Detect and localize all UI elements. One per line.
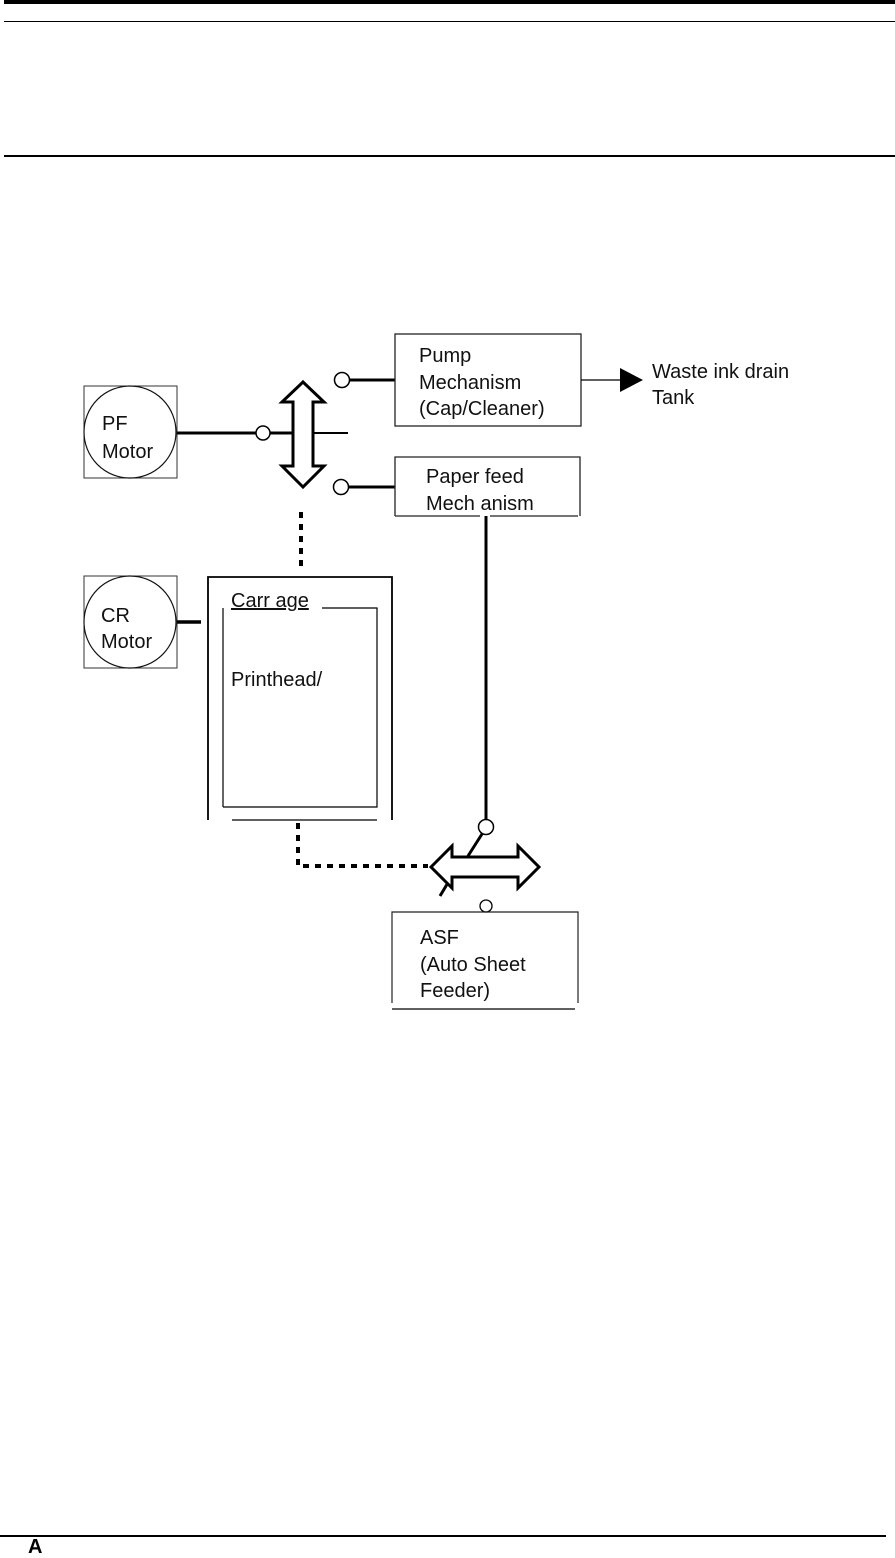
footer-section-letter: A bbox=[28, 1536, 43, 1558]
waste-ink-label-2: Tank bbox=[652, 387, 695, 409]
header-bottom-rule bbox=[4, 155, 895, 157]
dotted-link-carriage-asf bbox=[296, 823, 428, 868]
footer-rule bbox=[0, 1535, 886, 1537]
pump-label-2: Mechanism bbox=[419, 372, 522, 394]
cr-motor bbox=[83, 575, 178, 669]
pf-motor-label-2: Motor bbox=[102, 441, 154, 463]
header-top-rule bbox=[4, 0, 895, 4]
printhead-box bbox=[222, 607, 378, 808]
paper-feed-box bbox=[394, 456, 581, 517]
asf-label-3: Feeder) bbox=[420, 980, 491, 1002]
paperfeed-joint-circle bbox=[332, 478, 350, 496]
pf-motor-label-1: PF bbox=[102, 413, 128, 435]
asf-box bbox=[391, 911, 579, 1003]
vertical-double-arrow-icon bbox=[278, 379, 328, 490]
pump-joint-circle bbox=[333, 371, 351, 389]
waste-ink-label-1: Waste ink drain bbox=[652, 361, 790, 383]
asf-lower-joint-circle bbox=[479, 899, 493, 913]
pf-motor-circle bbox=[83, 385, 177, 479]
waste-arrow-icon bbox=[620, 368, 643, 392]
pump-label-1: Pump bbox=[419, 345, 472, 367]
carriage-frame bbox=[207, 576, 393, 820]
asf-switch-line-upper bbox=[466, 833, 484, 857]
horizontal-double-arrow-icon bbox=[428, 842, 542, 892]
printhead-label: Printhead/ bbox=[231, 669, 323, 691]
pf-motor bbox=[83, 385, 178, 479]
asf-label-1: ASF bbox=[420, 927, 459, 949]
pump-label-3: (Cap/Cleaner) bbox=[419, 398, 545, 420]
asf-label-2: (Auto Sheet bbox=[420, 954, 526, 976]
header-thin-rule bbox=[4, 21, 895, 22]
cr-motor-label-1: CR bbox=[101, 605, 130, 627]
paper-feed-label-2: Mech anism bbox=[426, 493, 534, 515]
pf-joint-circle bbox=[255, 425, 271, 441]
carriage-title: Carr age bbox=[231, 590, 309, 612]
paper-feed-label-1: Paper feed bbox=[426, 466, 524, 488]
cr-motor-label-2: Motor bbox=[101, 631, 153, 653]
asf-upper-joint-circle bbox=[477, 818, 495, 836]
cr-motor-circle bbox=[83, 575, 177, 669]
